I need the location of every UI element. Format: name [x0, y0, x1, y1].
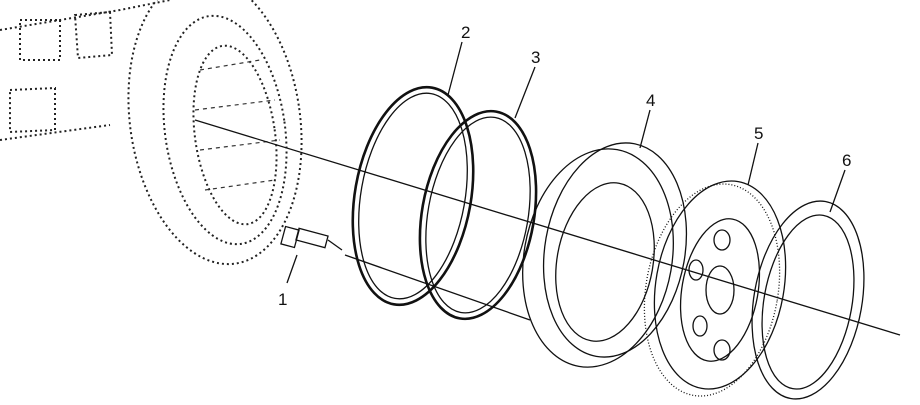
part-3-inner-ring [418, 66, 538, 321]
part-label-1: 1 [278, 290, 287, 309]
axle-housing [0, 0, 303, 266]
part-label-4: 4 [646, 91, 655, 110]
alignment-line [344, 254, 531, 321]
part-4-piston [522, 109, 688, 368]
part-1-bolt [280, 225, 343, 284]
part-label-6: 6 [842, 151, 851, 170]
part-label-5: 5 [754, 124, 763, 143]
part-label-2: 2 [461, 23, 470, 42]
part-6-plate [751, 169, 865, 400]
part-5-friction-disc [643, 142, 787, 397]
part-label-3: 3 [531, 48, 540, 67]
part-2-outer-ring [351, 41, 475, 307]
